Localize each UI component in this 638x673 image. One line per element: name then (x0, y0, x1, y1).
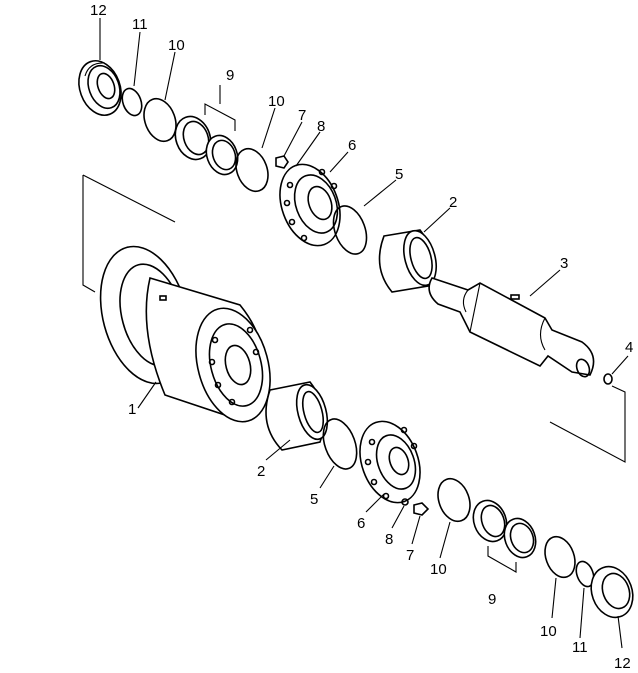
part-11-o-ring-bottom (575, 560, 595, 588)
part-5-o-ring-top (332, 205, 368, 255)
part-3-shaft (428, 277, 595, 378)
callout-12-bottom: 12 (614, 655, 631, 672)
callout-10-bottom-a: 10 (430, 561, 447, 578)
leader-lines (99, 18, 629, 649)
part-11-o-ring-top (121, 87, 143, 117)
callout-8-top: 8 (317, 118, 325, 135)
callout-10-bottom-b: 10 (540, 623, 557, 640)
assembly-bracket-right (549, 385, 626, 463)
part-2-bushing-top (378, 229, 438, 293)
callout-4-plug: 4 (625, 339, 633, 356)
assembly-bracket-left (82, 174, 176, 293)
part-10-ring-top-b (235, 147, 269, 193)
callout-3-shaft: 3 (560, 255, 568, 272)
callout-2-top: 2 (449, 194, 457, 211)
part-10-ring-top-a (143, 97, 177, 143)
part-5-o-ring-bottom (322, 418, 358, 470)
part-6-collar-top (279, 163, 341, 247)
callout-6-top: 6 (348, 137, 356, 154)
callout-10-top-b: 10 (268, 93, 285, 110)
callout-7-top: 7 (298, 107, 306, 124)
callout-11-top: 11 (132, 16, 148, 33)
callout-8-bottom: 8 (385, 531, 393, 548)
part-1-roller (99, 245, 271, 423)
part-12-seal-bottom (590, 565, 634, 619)
callout-6-bottom: 6 (357, 515, 365, 532)
callout-9-bottom: 9 (488, 591, 496, 608)
part-6-collar-bottom (359, 420, 421, 504)
part-4-plug (603, 373, 613, 385)
callout-5-bottom: 5 (310, 491, 318, 508)
part-7-bolt-bottom (413, 502, 430, 516)
callout-5-top: 5 (395, 166, 403, 183)
part-10-ring-bottom-b (544, 535, 576, 579)
part-10-ring-bottom-a (437, 477, 471, 523)
part-2-bushing-bottom (265, 381, 329, 451)
callout-7-bottom: 7 (406, 547, 414, 564)
part-12-seal-top (78, 60, 122, 116)
callout-12-top: 12 (90, 2, 107, 19)
part-7-bolt-top (275, 155, 289, 169)
callout-10-top-a: 10 (168, 37, 185, 54)
part-8-washer-bottom (401, 498, 409, 506)
callout-1-roller: 1 (128, 401, 136, 418)
callout-9-top: 9 (226, 67, 234, 84)
part-9-floating-seal-bottom (472, 499, 537, 573)
part-9-floating-seal-top (174, 103, 239, 176)
callout-11-bottom: 11 (572, 639, 588, 656)
callout-2-bottom: 2 (257, 463, 265, 480)
